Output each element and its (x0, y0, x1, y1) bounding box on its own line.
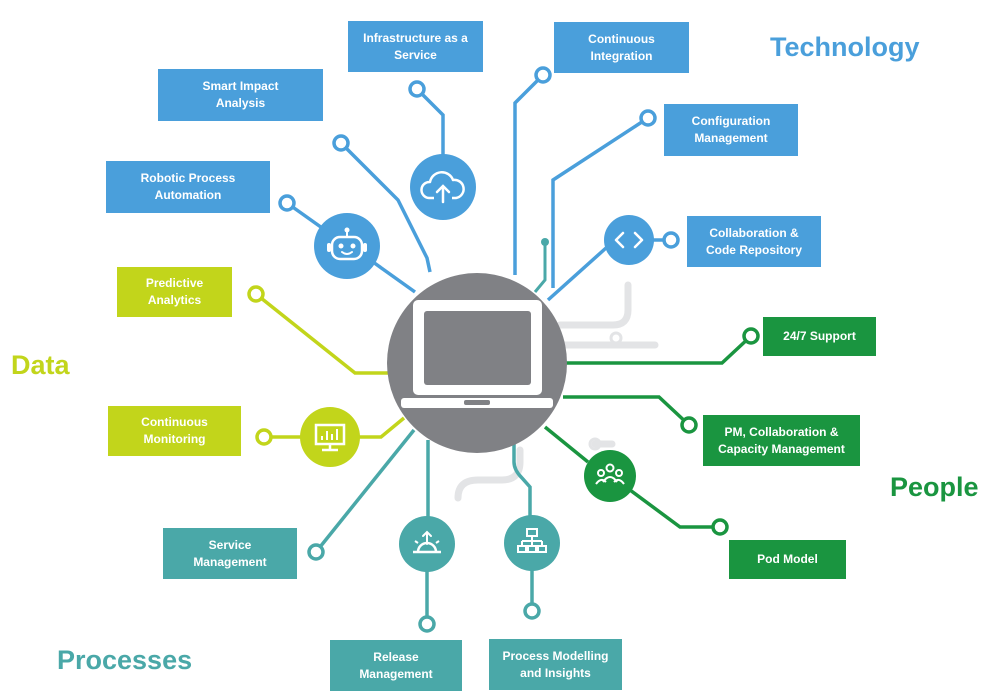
node-24-7-support: 24/7 Support (763, 317, 876, 356)
node-robotic-process-automation: Robotic Process Automation (106, 161, 270, 213)
teal-trace (533, 242, 547, 293)
node-release-management: Release Management (330, 640, 462, 691)
org-chart-icon (504, 515, 560, 571)
category-technology: Technology (770, 32, 920, 62)
connector-dot (332, 134, 350, 152)
connector-dot (680, 416, 698, 434)
trace-dot (588, 437, 602, 451)
category-people: People (890, 472, 979, 502)
laptop-icon (401, 300, 553, 408)
connector-dots (247, 66, 760, 633)
connector-dot (711, 518, 729, 536)
trace-dot (541, 238, 549, 246)
connector-dot (307, 543, 325, 561)
connector-dot (662, 231, 680, 249)
processes-connectors (314, 428, 534, 624)
node-process-modelling-insights: Process Modelling and Insights (489, 639, 622, 690)
trace-dot (609, 331, 623, 345)
people-group-icon (584, 450, 636, 502)
node-collaboration-code-repository: Collaboration & Code Repository (687, 216, 821, 267)
node-continuous-monitoring: Continuous Monitoring (108, 406, 241, 456)
connector-dot (247, 285, 265, 303)
node-pod-model: Pod Model (729, 540, 846, 579)
code-brackets-icon (604, 215, 654, 265)
connector-dot (534, 66, 552, 84)
people-connectors (543, 334, 753, 529)
node-pm-collaboration-capacity: PM, Collaboration & Capacity Management (703, 415, 860, 466)
connector-dot (523, 602, 541, 620)
cloud-upload-icon (410, 154, 476, 220)
background-traces (454, 281, 659, 502)
connector-dot (742, 327, 760, 345)
category-processes: Processes (57, 645, 193, 675)
node-service-management: Service Management (163, 528, 297, 579)
category-data: Data (11, 350, 70, 380)
connector-dot (639, 109, 657, 127)
connector-dot (255, 428, 273, 446)
monitor-chart-icon (300, 407, 360, 467)
laptop-hub (387, 273, 567, 453)
robot-icon (314, 213, 380, 279)
connector-dot (418, 615, 436, 633)
node-infrastructure-as-a-service: Infrastructure as a Service (348, 21, 483, 72)
node-continuous-integration: Continuous Integration (554, 22, 689, 73)
connector-dot (408, 80, 426, 98)
node-predictive-analytics: Predictive Analytics (117, 267, 232, 317)
node-smart-impact-analysis: Smart Impact Analysis (158, 69, 323, 121)
connector-dot (278, 194, 296, 212)
node-configuration-management: Configuration Management (664, 104, 798, 156)
release-sunrise-icon (399, 516, 455, 572)
